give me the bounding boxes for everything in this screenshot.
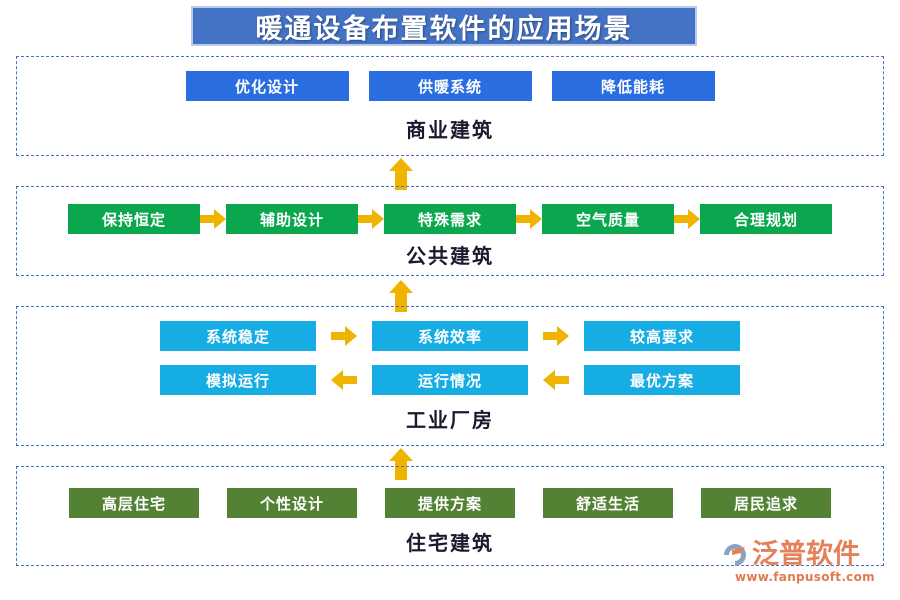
chip-industrial-2[interactable]: 系统效率 [372, 321, 528, 351]
chip-residential-2[interactable]: 个性设计 [227, 488, 357, 518]
chip-row-commercial-1: 优化设计 供暖系统 降低能耗 [17, 71, 883, 101]
page-title: 暖通设备布置软件的应用场景 [255, 13, 633, 45]
section-caption-residential: 住宅建筑 [406, 531, 494, 555]
chip-public-5[interactable]: 合理规划 [700, 204, 832, 234]
chip-public-1[interactable]: 保持恒定 [68, 204, 200, 234]
chip-public-3[interactable]: 特殊需求 [384, 204, 516, 234]
chip-residential-5[interactable]: 居民追求 [701, 488, 831, 518]
section-panel-commercial: 优化设计 供暖系统 降低能耗 商业建筑 [16, 56, 884, 156]
section-caption-public: 公共建筑 [406, 244, 494, 268]
arrow-right-icon-public-4 [674, 209, 700, 229]
chip-industrial-5[interactable]: 运行情况 [372, 365, 528, 395]
chip-industrial-1[interactable]: 系统稳定 [160, 321, 316, 351]
page-title-bar: 暖通设备布置软件的应用场景 [191, 6, 697, 46]
chip-row-residential-1: 高层住宅 个性设计 提供方案 舒适生活 居民追求 [17, 488, 883, 518]
arrow-up-icon-industrial [389, 448, 413, 480]
chip-residential-4[interactable]: 舒适生活 [543, 488, 673, 518]
chip-row-industrial-1: 系统稳定 系统效率 较高要求 [17, 321, 883, 351]
chip-commercial-1[interactable]: 优化设计 [185, 71, 349, 101]
section-panel-public: 保持恒定 辅助设计 特殊需求 空气质量 合理规划 公共建筑 [16, 186, 884, 276]
brand-logo: 泛普软件 www.fanpusoft.com [720, 540, 890, 592]
arrow-left-icon-industrial-1 [331, 370, 357, 390]
chip-row-public-1: 保持恒定 辅助设计 特殊需求 空气质量 合理规划 [17, 204, 883, 234]
arrow-up-icon-public [389, 280, 413, 312]
logo-url: www.fanpusoft.com [735, 570, 875, 584]
chip-residential-3[interactable]: 提供方案 [385, 488, 515, 518]
section-panel-residential: 高层住宅 个性设计 提供方案 舒适生活 居民追求 住宅建筑 [16, 466, 884, 566]
chip-industrial-6[interactable]: 最优方案 [584, 365, 740, 395]
section-caption-industrial: 工业厂房 [406, 408, 494, 432]
arrow-left-icon-industrial-2 [543, 370, 569, 390]
arrow-up-icon-commercial [389, 158, 413, 190]
fanpu-logo-icon [724, 544, 746, 566]
chip-public-2[interactable]: 辅助设计 [226, 204, 358, 234]
section-panel-industrial: 系统稳定 系统效率 较高要求 模拟运行 运行情况 最优方案 工业厂房 [16, 306, 884, 446]
arrow-right-icon-public-1 [200, 209, 226, 229]
chip-commercial-2[interactable]: 供暖系统 [368, 71, 532, 101]
chip-row-industrial-2: 模拟运行 运行情况 最优方案 [17, 365, 883, 395]
chip-public-4[interactable]: 空气质量 [542, 204, 674, 234]
arrow-right-icon-public-3 [516, 209, 542, 229]
chip-residential-1[interactable]: 高层住宅 [69, 488, 199, 518]
logo-row: 泛普软件 [720, 540, 890, 570]
arrow-right-icon-industrial-2 [543, 326, 569, 346]
arrow-right-icon-industrial-1 [331, 326, 357, 346]
section-caption-commercial: 商业建筑 [406, 118, 494, 142]
chip-industrial-3[interactable]: 较高要求 [584, 321, 740, 351]
arrow-right-icon-public-2 [358, 209, 384, 229]
logo-name: 泛普软件 [752, 539, 860, 570]
chip-industrial-4[interactable]: 模拟运行 [160, 365, 316, 395]
chip-commercial-3[interactable]: 降低能耗 [551, 71, 715, 101]
